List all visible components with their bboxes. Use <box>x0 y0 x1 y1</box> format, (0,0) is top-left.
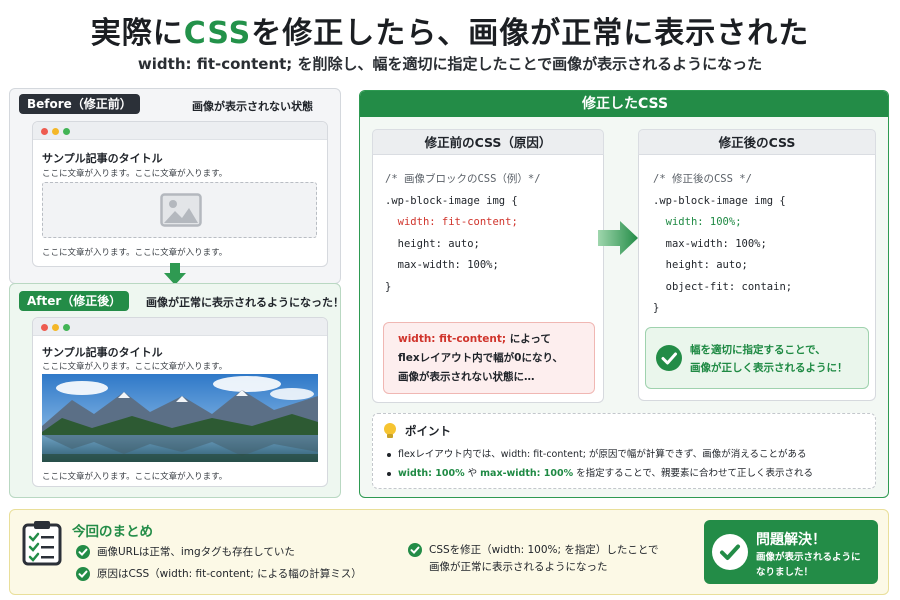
title-highlight: CSS <box>183 16 252 51</box>
fixed-css-panel: 修正したCSS 修正前のCSS（原因） /* 画像ブロックのCSS（例）*/ .… <box>359 90 889 498</box>
after-css-heading: 修正後のCSS <box>638 129 876 155</box>
check-icon <box>76 567 90 581</box>
before-browser-window: サンプル記事のタイトル ここに文章が入ります。ここに文章が入ります。 ここに文章… <box>32 121 328 267</box>
after-status: 画像が正常に表示されるようになった！ <box>146 296 344 309</box>
fix-note: 幅を適切に指定することで、画像が正しく表示されるように！ <box>645 327 869 389</box>
after-css-code: /* 修正後のCSS */ .wp-block-image img { widt… <box>653 173 793 314</box>
point-item: flexレイアウト内では、width: fit-content; が原因で幅が計… <box>387 446 806 460</box>
arrow-right-icon <box>598 221 638 255</box>
solved-text: 画像が表示されるようになりました！ <box>756 552 861 578</box>
check-icon <box>76 545 90 559</box>
broken-image-area <box>42 182 317 238</box>
maximize-dot-icon <box>63 324 70 331</box>
faulty-css-line: width: fit-content; <box>397 216 518 228</box>
close-dot-icon <box>41 128 48 135</box>
after-panel: After（修正後） 画像が正常に表示されるようになった！ サンプル記事のタイト… <box>9 283 344 498</box>
before-css-card: /* 画像ブロックのCSS（例）*/ .wp-block-image img {… <box>372 155 604 403</box>
image-placeholder-icon <box>160 193 202 227</box>
summary-item: 原因はCSS（width: fit-content; による幅の計算ミス） <box>76 566 362 582</box>
browser-titlebar <box>33 122 327 140</box>
check-icon <box>408 543 422 557</box>
solved-title: 問題解決！ <box>756 532 826 548</box>
solved-badge: 問題解決！ 画像が表示されるようになりました！ <box>704 520 878 584</box>
landscape-image <box>42 374 318 462</box>
minimize-dot-icon <box>52 324 59 331</box>
before-status: 画像が表示されない状態 <box>192 100 313 113</box>
after-css-card: /* 修正後のCSS */ .wp-block-image img { widt… <box>638 155 876 401</box>
page-subtitle: width: fit-content; を削除し、幅を適切に指定したことで画像が… <box>137 55 763 73</box>
check-circle-icon <box>656 345 682 371</box>
article-text: ここに文章が入ります。ここに文章が入ります。 <box>42 362 228 372</box>
point-title: ポイント <box>405 424 451 438</box>
before-tag: Before（修正前） <box>19 94 140 114</box>
minimize-dot-icon <box>52 128 59 135</box>
summary-title: 今回のまとめ <box>72 524 153 540</box>
panel-title: 修正したCSS <box>360 91 888 117</box>
check-circle-icon <box>712 534 748 570</box>
article-text: ここに文章が入ります。ここに文章が入ります。 <box>42 472 228 482</box>
browser-titlebar <box>33 318 327 336</box>
before-panel: Before（修正前） 画像が表示されない状態 サンプル記事のタイトル ここに文… <box>9 88 341 284</box>
clipboard-checklist-icon <box>22 521 62 566</box>
article-title: サンプル記事のタイトル <box>42 152 163 165</box>
summary-item: 画像URLは正常、imgタグも存在していた <box>76 544 295 560</box>
before-css-code: /* 画像ブロックのCSS（例）*/ .wp-block-image img {… <box>385 173 541 293</box>
summary-item-continued: 画像が正常に表示されるようになった <box>429 561 608 573</box>
point-item: width: 100% や max-width: 100% を指定することで、親… <box>387 465 813 479</box>
maximize-dot-icon <box>63 128 70 135</box>
article-title: サンプル記事のタイトル <box>42 346 163 359</box>
summary-item: CSSを修正（width: 100%; を指定）したことで <box>408 542 659 558</box>
before-css-heading: 修正前のCSS（原因） <box>372 129 604 155</box>
close-dot-icon <box>41 324 48 331</box>
point-box: ポイント flexレイアウト内では、width: fit-content; が原… <box>372 413 876 489</box>
article-text: ここに文章が入ります。ここに文章が入ります。 <box>42 248 228 258</box>
after-browser-window: サンプル記事のタイトル ここに文章が入ります。ここに文章が入ります。 ここに文章 <box>32 317 328 487</box>
arrow-down-icon <box>164 263 186 285</box>
page-title: 実際にCSSを修正したら、画像が正常に表示された <box>90 16 810 51</box>
after-tag: After（修正後） <box>19 291 130 311</box>
fixed-css-line: width: 100%; <box>665 216 742 228</box>
lightbulb-icon <box>384 423 396 438</box>
article-text: ここに文章が入ります。ここに文章が入ります。 <box>42 169 228 179</box>
